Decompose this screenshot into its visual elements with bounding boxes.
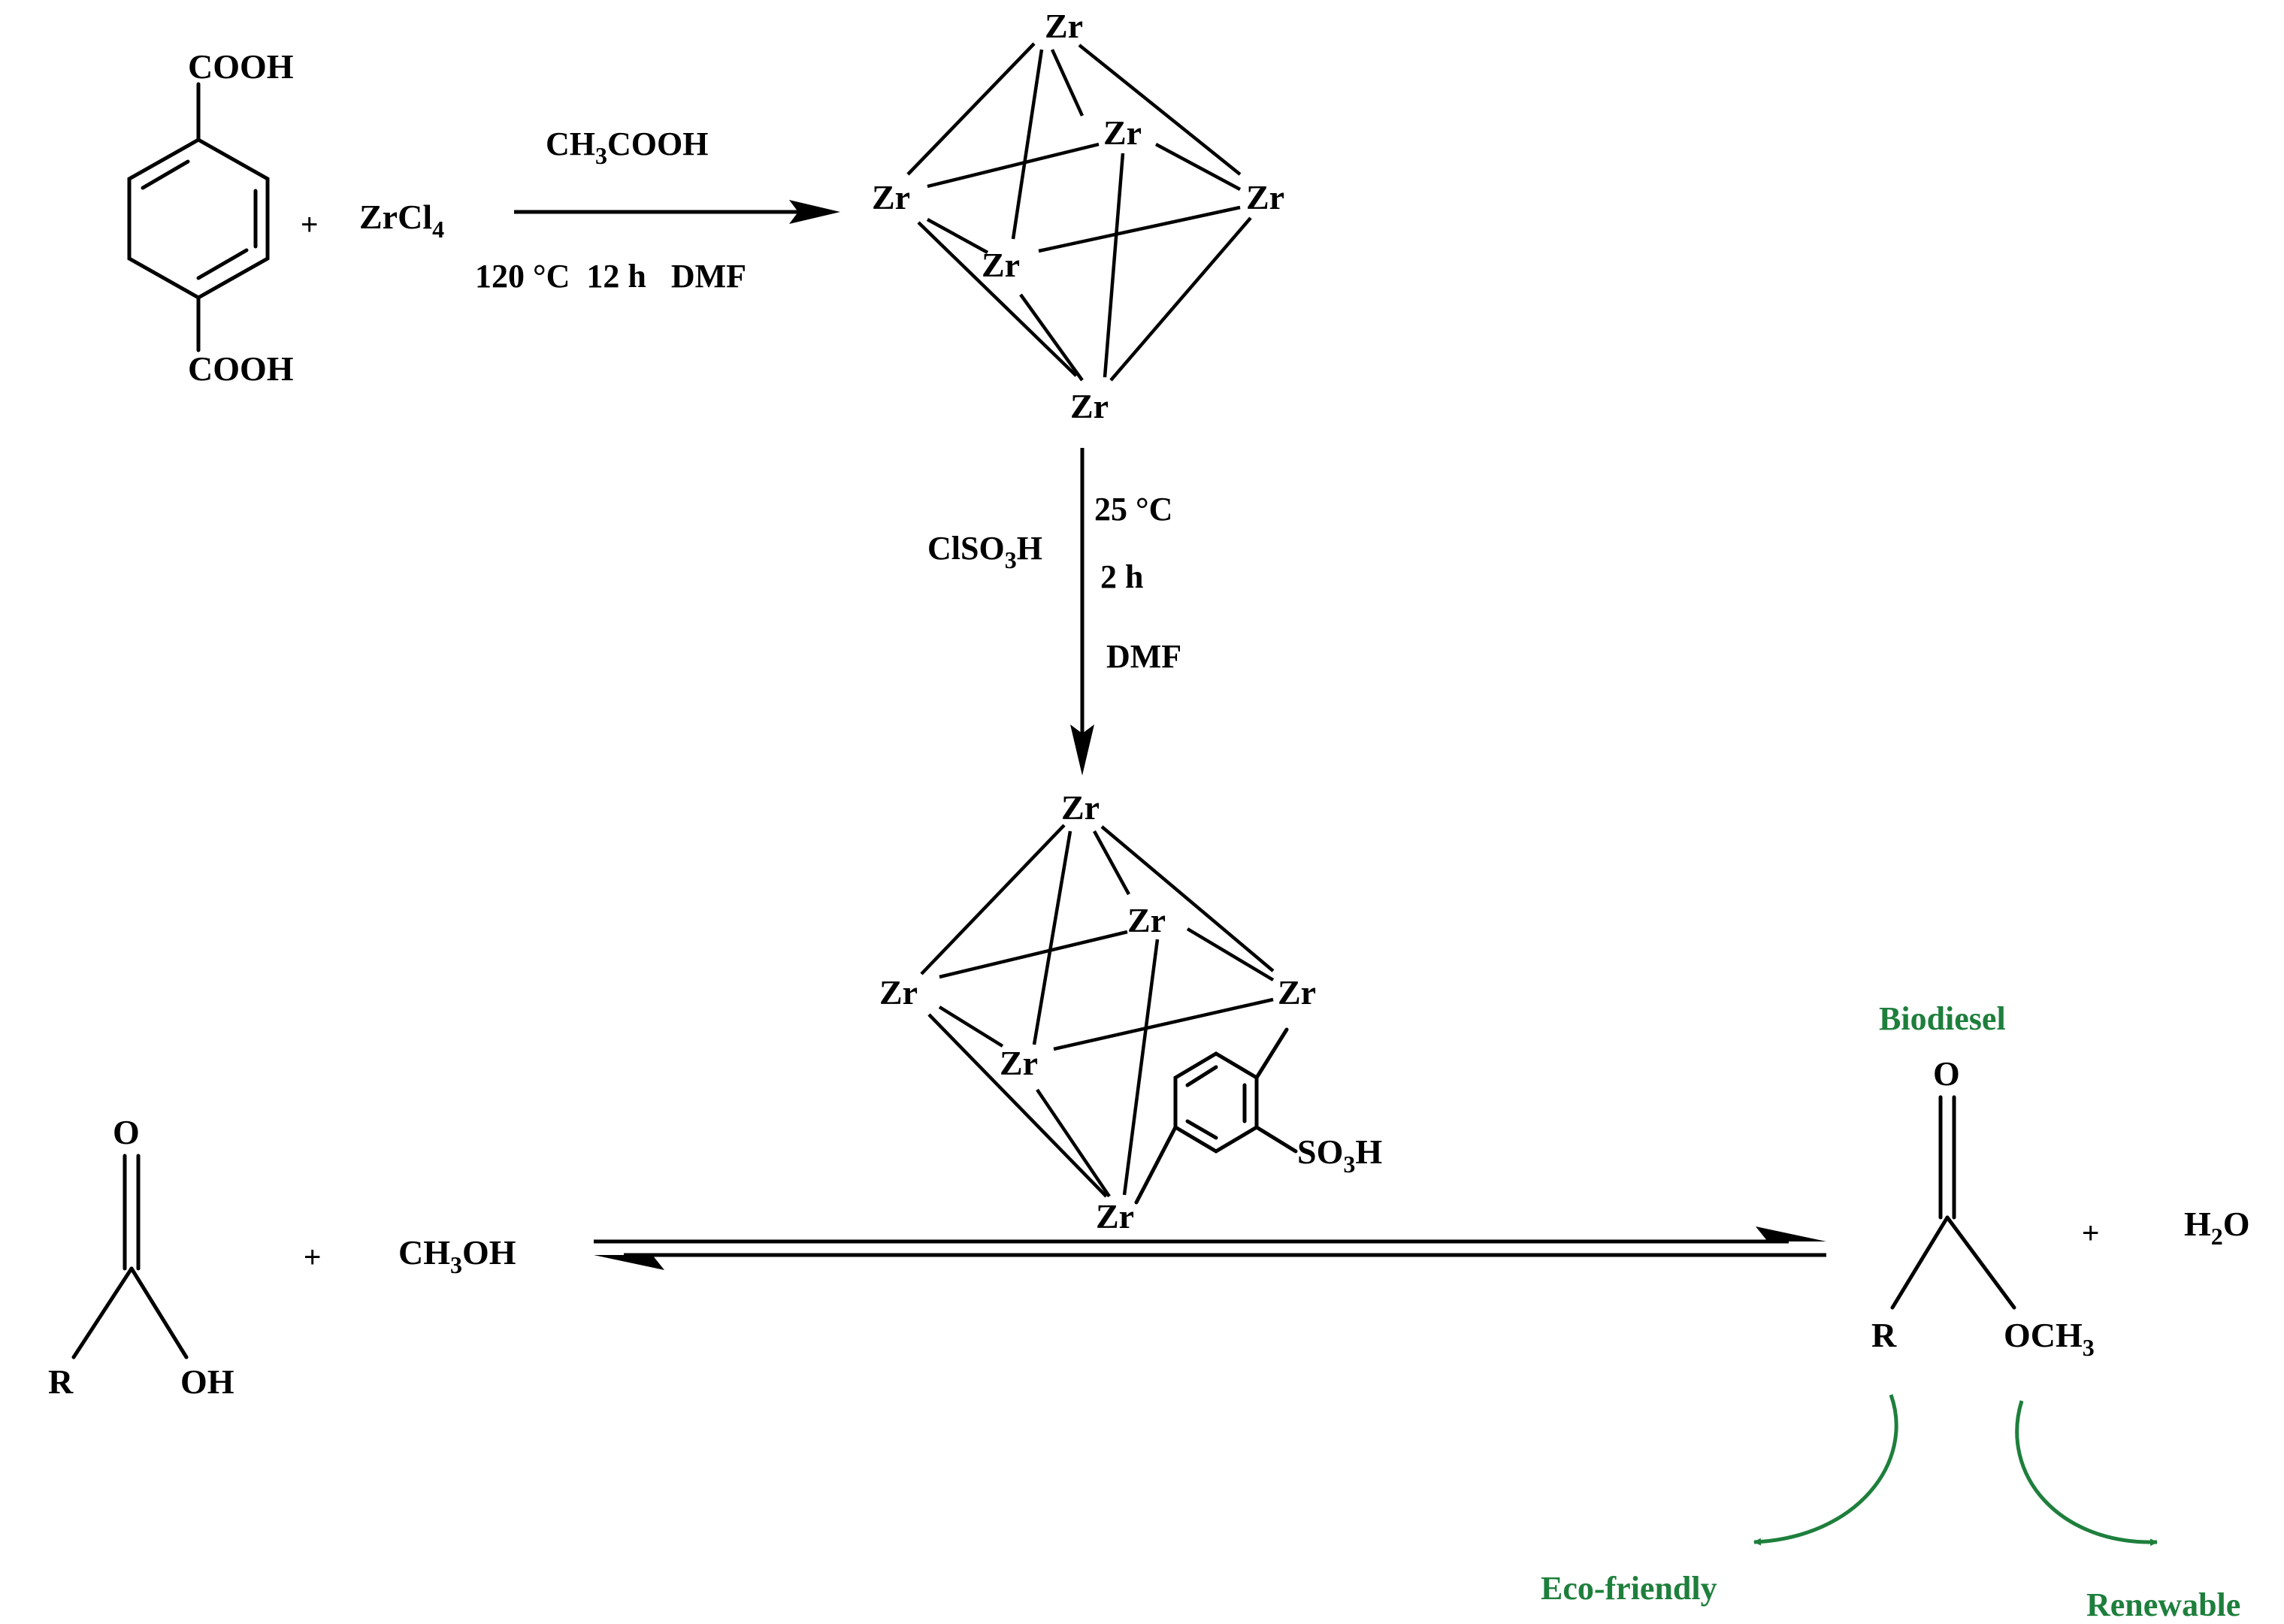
zr-atom: Zr	[1278, 973, 1316, 1012]
zr-atom: Zr	[1246, 178, 1284, 216]
step1-arrow	[514, 200, 840, 224]
plus-sign-3: +	[2082, 1217, 2099, 1250]
water-label: H2O	[2184, 1205, 2250, 1250]
zr-atom: Zr	[982, 246, 1020, 284]
step2-reagent: ClSO3H	[927, 530, 1042, 573]
step2-solvent: DMF	[1106, 638, 1181, 675]
step2-arrow	[1070, 448, 1094, 776]
zr-atom: Zr	[879, 973, 918, 1012]
eco-friendly-label: Eco-friendly	[1541, 1570, 1717, 1607]
zr-atom: Zr	[1070, 387, 1109, 425]
zr-atom: Zr	[872, 178, 910, 216]
methanol-label: CH3OH	[398, 1233, 516, 1278]
zr6-cluster-sulfonated: Zr Zr Zr Zr Zr Zr SO3H	[879, 788, 1382, 1235]
terephthalic-acid: COOH COOH	[127, 47, 294, 388]
step1-conditions: 120 °C 12 h DMF	[475, 258, 746, 295]
acid-bottom-label: COOH	[188, 349, 294, 388]
ester-och3-label: OCH3	[2004, 1316, 2095, 1361]
acid-o-label: O	[113, 1113, 140, 1151]
acid-oh-label: OH	[180, 1362, 234, 1401]
zr-atom: Zr	[1127, 901, 1166, 939]
step1-reagent: CH3COOH	[546, 126, 708, 169]
plus-sign-2: +	[304, 1241, 321, 1274]
equilibrium-arrows	[594, 1226, 1826, 1270]
zr-atom: Zr	[1096, 1197, 1134, 1235]
renewable-label: Renewable	[2086, 1586, 2240, 1623]
zr-atom: Zr	[1103, 113, 1142, 152]
zr-atom: Zr	[1061, 788, 1100, 827]
step2-temperature: 25 °C	[1094, 491, 1172, 528]
renewable-arrow	[2015, 1400, 2158, 1547]
ester-r-label: R	[1871, 1316, 1897, 1354]
methyl-ester: Biodiesel O R OCH3	[1871, 1000, 2095, 1361]
zr-atom: Zr	[1000, 1044, 1038, 1082]
acid-r-label: R	[48, 1362, 74, 1401]
plus-sign-1: +	[301, 208, 318, 241]
step2-time: 2 h	[1100, 558, 1143, 595]
zr6-cluster-top: Zr Zr Zr Zr Zr Zr	[872, 7, 1284, 425]
zrcl4-label: ZrCl4	[359, 198, 444, 243]
eco-friendly-arrow	[1753, 1394, 1898, 1546]
acid-top-label: COOH	[188, 47, 294, 86]
so3h-label: SO3H	[1297, 1133, 1382, 1178]
biodiesel-label: Biodiesel	[1879, 1000, 2006, 1037]
carboxylic-acid: O R OH	[48, 1113, 234, 1401]
ester-o-label: O	[1933, 1054, 1960, 1093]
zr-atom: Zr	[1045, 7, 1083, 45]
